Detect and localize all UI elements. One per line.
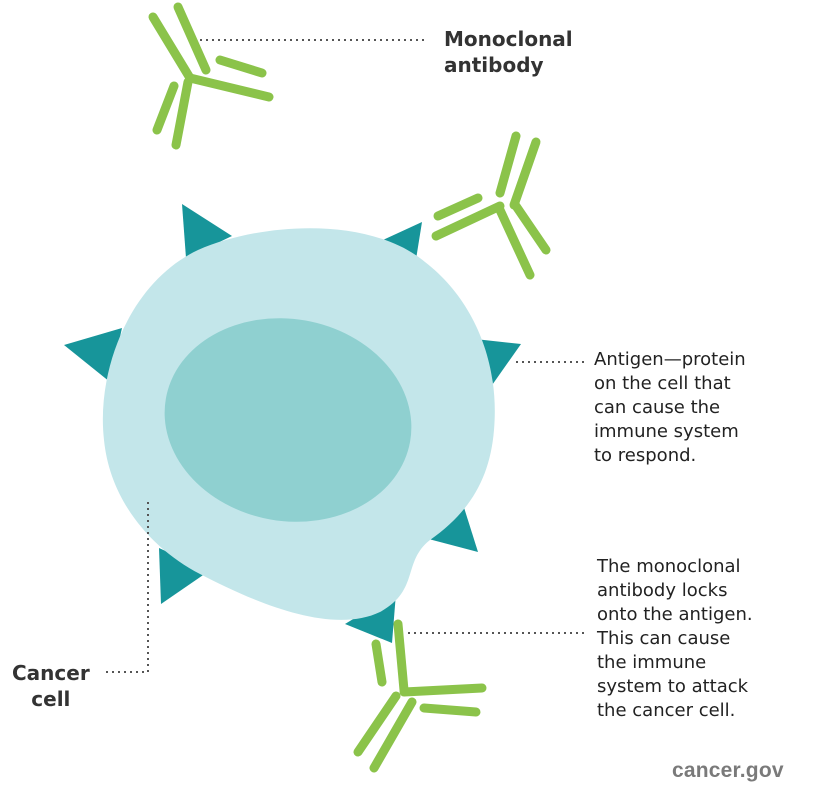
monoclonal-antibody-label-line2: antibody [444, 53, 544, 77]
monoclonal-antibody-label: Monoclonal antibody [444, 26, 573, 78]
cancer-cell-label-line1: Cancer [12, 661, 90, 685]
antibody-locks-label: The monoclonal antibody locks onto the a… [597, 555, 753, 723]
leader-cell [102, 502, 149, 673]
cancer-cell-label-line2: cell [31, 687, 71, 711]
antibody-bottom [353, 619, 487, 773]
antigen-label-line: on the cell that [594, 373, 731, 394]
antigen-label: Antigen—protein on the cell that can cau… [594, 348, 746, 468]
antigen-lower-right [421, 498, 478, 552]
antibody-locks-label-line: antibody locks [597, 580, 728, 601]
monoclonal-antibody-label-line1: Monoclonal [444, 27, 573, 51]
antibody-right [431, 131, 551, 280]
antigen-left [64, 328, 122, 382]
antigen-bottom-left [159, 548, 209, 604]
antigen-label-line: immune system [594, 421, 739, 442]
antibody-top [148, 2, 274, 150]
antibody-locks-label-line: The monoclonal [597, 556, 741, 577]
cancer-cell-label: Cancer cell [12, 660, 90, 712]
leader-lines [102, 39, 586, 673]
antibody-locks-label-line: onto the antigen. [597, 604, 753, 625]
antibody-locks-label-line: the immune [597, 652, 707, 673]
antibody-locks-label-line: the cancer cell. [597, 700, 736, 721]
source-credit: cancer.gov [672, 759, 784, 782]
antigen-label-line: to respond. [594, 445, 697, 466]
antibody-locks-label-line: This can cause [597, 628, 731, 649]
cell-nucleus [164, 318, 412, 522]
antibody-locks-label-line: system to attack [597, 676, 749, 697]
antigen-top-left [182, 204, 232, 258]
antigen-label-line: Antigen—protein [594, 349, 746, 370]
antigen-label-line: can cause the [594, 397, 721, 418]
antibodies [148, 2, 551, 773]
